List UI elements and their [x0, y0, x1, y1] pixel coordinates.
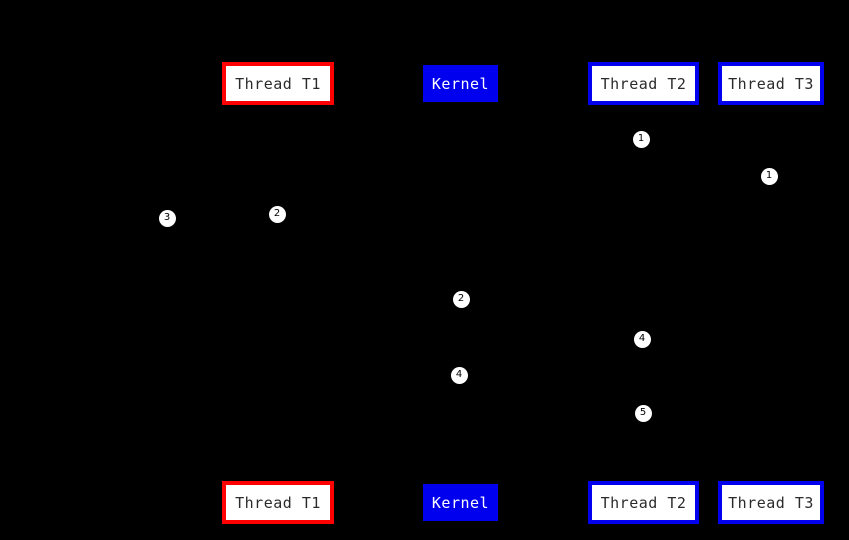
- step-marker-t3-1-2: 1: [760, 167, 778, 185]
- lifeline-t1: [278, 105, 279, 481]
- message-shaft-1: [460, 150, 643, 151]
- message-shaft-3: [278, 225, 460, 226]
- message-shaft-4: [278, 310, 460, 311]
- step-marker-t2-5-8: 5: [634, 404, 652, 422]
- participant-t1-top[interactable]: Thread T1: [222, 62, 334, 105]
- lifeline-t2: [643, 105, 644, 481]
- message-arrowhead-3: [278, 221, 286, 230]
- message-shaft-7: [460, 424, 643, 425]
- message-arrowhead-7: [635, 420, 643, 429]
- message-shaft-6: [460, 386, 643, 387]
- participant-t3-top[interactable]: Thread T3: [718, 62, 824, 105]
- message-shaft-2: [460, 187, 771, 188]
- step-marker-kernel-2-5: 2: [452, 290, 470, 308]
- step-marker-t1-2-4: 2: [268, 205, 286, 223]
- participant-t1-bottom[interactable]: Thread T1: [222, 481, 334, 524]
- message-shaft-5: [460, 350, 643, 351]
- participant-kernel-top[interactable]: Kernel: [423, 65, 498, 102]
- message-arrowhead-1: [460, 146, 468, 155]
- step-marker-t1-3-3: 3: [158, 209, 176, 227]
- message-arrowhead-4: [452, 306, 460, 315]
- message-arrowhead-6: [460, 382, 468, 391]
- step-marker-kernel-4-7: 4: [450, 366, 468, 384]
- participant-t3-bottom[interactable]: Thread T3: [718, 481, 824, 524]
- participant-kernel-bottom[interactable]: Kernel: [423, 484, 498, 521]
- step-marker-t2-1-1: 1: [632, 130, 650, 148]
- step-marker-t2-4-6: 4: [633, 330, 651, 348]
- participant-t2-top[interactable]: Thread T2: [588, 62, 699, 105]
- message-arrowhead-2: [460, 183, 468, 192]
- message-arrowhead-5: [635, 346, 643, 355]
- participant-t2-bottom[interactable]: Thread T2: [588, 481, 699, 524]
- lifeline-t3: [771, 105, 772, 481]
